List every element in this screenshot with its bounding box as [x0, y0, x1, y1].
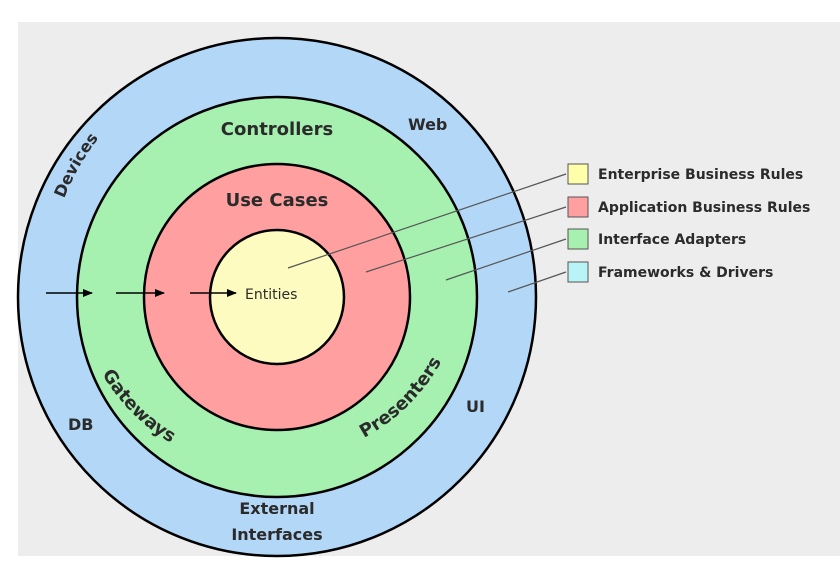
external-interfaces-label-line2: Interfaces [231, 525, 322, 544]
leader-line-adapters [445, 238, 567, 281]
web-label: Web [408, 115, 447, 134]
leader-line-enterprise [287, 173, 567, 269]
legend-label-adapters: Interface Adapters [598, 232, 746, 248]
leader-line-frameworks [507, 271, 567, 293]
ui-label: UI [466, 397, 485, 416]
legend-swatch-adapters [567, 228, 589, 250]
legend-swatch-application [567, 196, 589, 218]
legend-label-frameworks: Frameworks & Drivers [598, 265, 773, 281]
legend-swatch-enterprise [567, 163, 589, 185]
controllers-label: Controllers [221, 119, 333, 140]
use-cases-label: Use Cases [226, 190, 329, 211]
entities-label: Entities [245, 287, 297, 303]
legend-swatch-frameworks [567, 261, 589, 283]
db-label: DB [68, 415, 93, 434]
leader-line-application [365, 206, 567, 273]
external-interfaces-label-line1: External [239, 499, 314, 518]
legend-label-application: Application Business Rules [598, 200, 810, 216]
entities-core [208, 228, 346, 366]
legend: Enterprise Business Rules Application Bu… [567, 163, 810, 283]
legend-label-enterprise: Enterprise Business Rules [598, 167, 803, 183]
